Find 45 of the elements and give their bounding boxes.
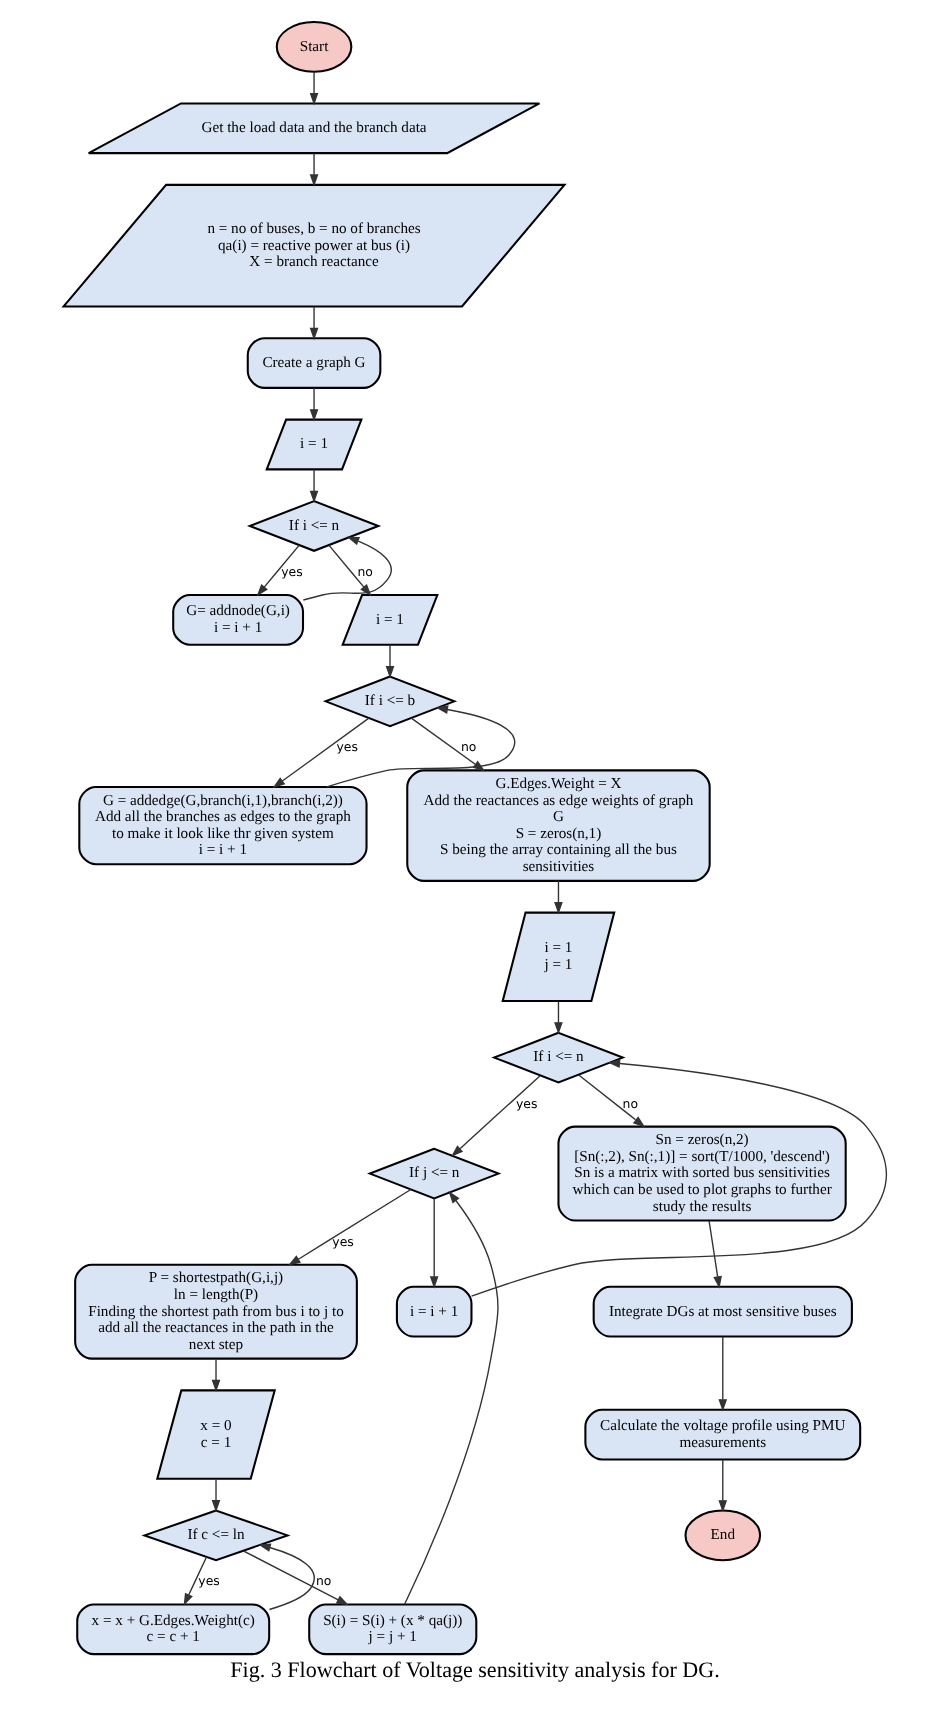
- arrow: [308, 152, 318, 187]
- arrow: [308, 468, 318, 504]
- node-box: Sn = zeros(n,2) [Sn(:,2), Sn(:,1)] = sort(T/1000, 'descend') Sn is a matrix with sorted bus sensitivities which can be used to plot graphs to further study the results: [556, 1125, 846, 1222]
- arrow: [271, 717, 369, 789]
- arrow: [707, 1220, 721, 1289]
- arrow: [257, 1543, 314, 1611]
- arrow: [469, 1059, 887, 1297]
- node-box: Integrate DGs at most sensitive buses: [591, 1285, 852, 1338]
- node-diamond: If i <= n: [245, 500, 381, 552]
- arrow: [308, 306, 318, 341]
- arrow: [717, 1336, 727, 1412]
- arrow: [428, 1197, 438, 1289]
- arrow: [301, 536, 391, 601]
- arrow: [210, 1478, 220, 1513]
- arrow: [402, 1191, 498, 1605]
- arrow: [553, 880, 562, 915]
- node-box: G= addnode(G,i) i = i + 1: [171, 594, 304, 646]
- node-ellipse: Start: [274, 20, 352, 73]
- node-box: Create a graph G: [245, 337, 381, 389]
- node-box: x = x + G.Edges.Weight(c) c = c + 1: [75, 1603, 270, 1656]
- arrow: [182, 1556, 207, 1606]
- arrow: [577, 1074, 645, 1128]
- arrow: [241, 1550, 348, 1606]
- node-box: G = addedge(G,branch(i,1),branch(i,2)) Add all the branches as edges to the graph to make it look like thr given system i = i + 1: [77, 785, 367, 866]
- arrow: [450, 1075, 540, 1157]
- arrow: [717, 1459, 727, 1513]
- arrow: [210, 1358, 220, 1393]
- arrow: [308, 387, 318, 422]
- node-box: i = i + 1: [394, 1285, 472, 1338]
- node-box: Calculate the voltage profile using PMU measurements: [583, 1408, 861, 1461]
- arrow: [553, 1000, 562, 1035]
- node-diamond: If i <= b: [321, 675, 457, 728]
- caption: Fig. 3 Flowchart of Voltage sensitivity analysis for DG.: [229, 1659, 719, 1684]
- arrow: [308, 71, 318, 106]
- arrow: [327, 544, 371, 597]
- node-box: G.Edges.Weight = X Add the reactances as edge weights of graph G S = zeros(n,1) S being the array containing all the bus sensitivities: [405, 769, 710, 882]
- arrow: [325, 705, 515, 788]
- arrow: [287, 1188, 411, 1266]
- node-ellipse: End: [683, 1509, 761, 1562]
- arrow: [384, 644, 394, 679]
- node-diamond: If c <= ln: [140, 1509, 290, 1562]
- node-diamond: If i <= n: [490, 1031, 625, 1084]
- node-box: S(i) = S(i) + (x * qa(j)) j = j + 1: [307, 1603, 477, 1656]
- arrow: [255, 544, 299, 597]
- node-box: P = shortestpath(G,i,j) ln = length(P) Finding the shortest path from bus i to j to add all the reactances in the path in the next step: [73, 1263, 357, 1360]
